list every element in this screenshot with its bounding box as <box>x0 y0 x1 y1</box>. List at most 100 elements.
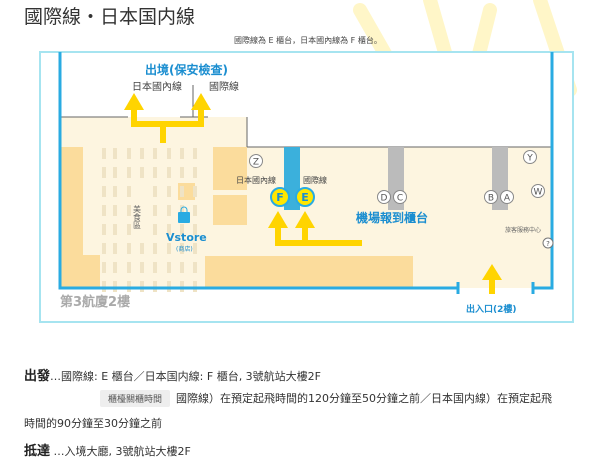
counter-marker-w: W <box>531 184 545 198</box>
checkin-label: 機場報到櫃台 <box>356 210 428 225</box>
info-icon-glyph: ? <box>546 240 550 248</box>
building-blocks <box>60 147 413 288</box>
food-court-table <box>153 167 157 178</box>
food-court-table <box>153 148 157 159</box>
arrival-info: 抵達 …入境大廳, 3號航站大樓2F <box>24 440 191 459</box>
food-court-table <box>127 262 131 273</box>
food-court-table <box>113 148 117 159</box>
food-court-table <box>180 148 184 159</box>
counter-letter: C <box>397 194 403 204</box>
counter-letter: Y <box>526 154 533 164</box>
food-court-table <box>102 243 106 254</box>
counter-f-letter: F <box>276 191 284 204</box>
departure-text: …國際線: E 櫃台／日本国内線: F 櫃台, 3號航站大樓2F <box>50 370 322 383</box>
food-court-table <box>113 262 117 273</box>
food-court-table <box>140 243 144 254</box>
food-court-table <box>140 167 144 178</box>
food-court-table <box>113 186 117 197</box>
food-court-table <box>127 167 131 178</box>
departure-heading: 出發 <box>24 369 51 384</box>
food-court-table <box>167 186 171 197</box>
counter-letter: D <box>381 194 388 204</box>
food-court-table <box>140 262 144 273</box>
food-court-table <box>127 148 131 159</box>
food-court-table <box>193 224 197 235</box>
counter-letter: B <box>488 194 494 204</box>
food-court-table <box>193 148 197 159</box>
store-name: Vstore <box>166 231 207 244</box>
info-icon: ? <box>542 237 554 249</box>
departure-arrows <box>124 93 211 143</box>
food-court-table <box>167 148 171 159</box>
food-court-table <box>102 205 106 216</box>
counter-marker-z: Z <box>249 154 263 168</box>
food-court-table <box>102 186 106 197</box>
food-court-table <box>153 186 157 197</box>
food-court-table <box>127 224 131 235</box>
food-court-table <box>193 262 197 273</box>
counter-e-badge: E <box>295 187 315 207</box>
food-court-table <box>193 243 197 254</box>
food-court-table <box>102 262 106 273</box>
walls <box>58 52 554 294</box>
food-court-table <box>167 224 171 235</box>
food-court-table <box>113 243 117 254</box>
food-court-table <box>180 167 184 178</box>
counter-letter: Z <box>253 158 259 168</box>
food-court-table <box>167 243 171 254</box>
counter-note: 國際線為 E 櫃台，日本國內線為 F 櫃台。 <box>234 36 382 45</box>
food-court-table <box>167 262 171 273</box>
arrival-text: …入境大廳, 3號航站大樓2F <box>50 445 191 458</box>
counter-closing-text: 國際線）在預定起飛時間的120分鐘至50分鐘之前／日本国内線）在預定起飛 <box>176 392 553 405</box>
counter-marker-a: A <box>500 190 514 204</box>
food-court-table <box>180 205 184 216</box>
counter-f-badge: F <box>270 187 290 207</box>
departure-domestic-label: 日本國內線 <box>132 80 182 93</box>
food-court-table <box>140 148 144 159</box>
entrance-label: 出入口(2樓) <box>466 303 517 315</box>
food-court-table <box>102 148 106 159</box>
food-court-table <box>127 186 131 197</box>
food-court-table <box>180 243 184 254</box>
checkin-arrows <box>268 211 362 246</box>
counter-closing-info: 櫃檯關櫃時間國際線）在預定起飛時間的120分鐘至50分鐘之前／日本国内線）在預定… <box>100 390 552 407</box>
food-court-table <box>127 243 131 254</box>
counter-e-letter: E <box>301 191 309 204</box>
counter-closing-text-cont: 時間的90分鐘至30分鐘之前 <box>24 417 162 430</box>
food-court-table <box>102 167 106 178</box>
counter-marker-y: Y <box>523 150 537 164</box>
food-court-table <box>153 243 157 254</box>
food-court-table <box>180 186 184 197</box>
food-court-table <box>102 224 106 235</box>
counter-marker-b: B <box>484 190 498 204</box>
store-icon <box>178 206 190 223</box>
food-court-table <box>113 167 117 178</box>
terminal-map: 出境(保安檢查) 日本國內線 國際線 美食區 Vstore (商店) 日本國內線… <box>39 51 574 323</box>
departure-info: 出發…國際線: E 櫃台／日本国内線: F 櫃台, 3號航站大樓2F <box>24 365 321 384</box>
food-court-table <box>180 262 184 273</box>
info-center-label: 旅客服務中心 <box>505 226 541 234</box>
food-court-table <box>113 224 117 235</box>
counter-domestic-label: 日本國內線 <box>236 175 276 185</box>
counter-marker-d: D <box>377 190 391 204</box>
page-title: 國際線・日本国内線 <box>24 6 196 28</box>
food-court-table <box>127 205 131 216</box>
counter-international-label: 國際線 <box>303 175 327 185</box>
food-court-table <box>167 167 171 178</box>
food-court-table <box>193 205 197 216</box>
departure-international-label: 國際線 <box>209 80 239 93</box>
store-sub: (商店) <box>176 245 193 253</box>
food-court-table <box>180 224 184 235</box>
food-court-table <box>153 262 157 273</box>
counter-closing-tag: 櫃檯關櫃時間 <box>100 390 171 407</box>
floor-label: 第3航廈2樓 <box>60 294 130 310</box>
arrival-heading: 抵達 <box>24 444 51 459</box>
counter-letter: A <box>504 194 511 204</box>
food-court-table <box>193 186 197 197</box>
food-court-table <box>113 205 117 216</box>
food-court-label: 美食區 <box>133 204 142 229</box>
counter-letter: W <box>534 188 543 198</box>
food-court-table <box>153 205 157 216</box>
food-court-tables <box>102 148 197 292</box>
